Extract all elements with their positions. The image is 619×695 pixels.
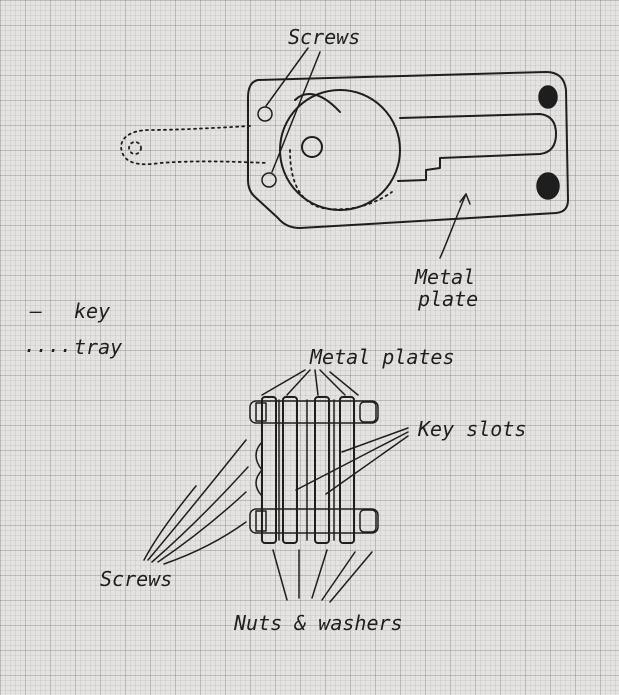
screws-leader-b <box>151 466 249 563</box>
side-plate-4 <box>339 396 355 544</box>
metal-plate-leader <box>439 193 467 259</box>
metal-plate-label-2: plate <box>417 287 478 311</box>
plates-leader-4 <box>319 369 346 396</box>
plates-leader-1 <box>261 369 306 396</box>
screws-leader-2 <box>271 51 321 173</box>
legend-key-symbol: — <box>29 299 42 323</box>
nut-top-right <box>538 85 558 109</box>
ring-pin-hole <box>301 136 323 158</box>
nuts-washers-label: Nuts & washers <box>233 611 403 635</box>
legend-tray-label: tray <box>74 335 122 359</box>
nuts-arrow-5 <box>329 551 373 603</box>
plates-leader-3 <box>314 369 319 396</box>
screws-leader-1 <box>265 47 309 107</box>
nuts-arrow-3 <box>311 549 328 599</box>
top-screw-head <box>255 402 267 422</box>
keyslots-leader-2 <box>325 435 409 495</box>
side-plate-3 <box>314 396 330 544</box>
nuts-arrow-4 <box>321 551 356 601</box>
screws-leader-d <box>163 521 247 565</box>
side-mid-bumps <box>255 441 263 497</box>
bottom-screws-label: Screws <box>100 567 172 591</box>
ring-outline <box>294 93 341 113</box>
keyslots-leader-3 <box>341 427 409 453</box>
tray-inner <box>289 149 393 211</box>
legend: — key .... tray <box>24 299 122 359</box>
nuts-arrow-1 <box>272 549 288 601</box>
metal-plates-label: Metal plates <box>309 345 455 369</box>
side-plate-2 <box>282 396 298 544</box>
screws-leader-c <box>157 491 247 563</box>
key-slots-label: Key slots <box>417 417 526 441</box>
top-bolt <box>249 400 379 424</box>
plates-leader-2 <box>286 369 311 396</box>
screws-leader-a <box>147 439 247 561</box>
plates-leader-5 <box>329 371 359 396</box>
nut-bottom-right <box>536 172 560 200</box>
screws-leader-e <box>143 485 197 561</box>
key-blade <box>397 113 557 182</box>
legend-tray-symbol: .... <box>24 333 72 357</box>
legend-key-label: key <box>74 299 110 323</box>
top-screws-label: Screws <box>288 25 360 49</box>
top-view-drawing <box>120 47 569 259</box>
bottom-bolt <box>249 508 379 534</box>
metal-plate-label-1: Metal <box>414 265 475 289</box>
tray-outline <box>120 125 269 166</box>
tray-hole <box>128 141 142 155</box>
bottom-nut <box>359 509 377 533</box>
side-view-drawing <box>143 369 409 603</box>
top-nut <box>359 401 377 423</box>
screw-head-bottom <box>261 172 277 188</box>
side-plate-1 <box>261 396 277 544</box>
bottom-screw-head <box>255 510 267 532</box>
keyslots-leader-1 <box>295 431 409 491</box>
metal-plate-arrowhead <box>459 193 471 205</box>
screw-head-top <box>257 106 273 122</box>
metal-plate-outline <box>247 71 569 229</box>
